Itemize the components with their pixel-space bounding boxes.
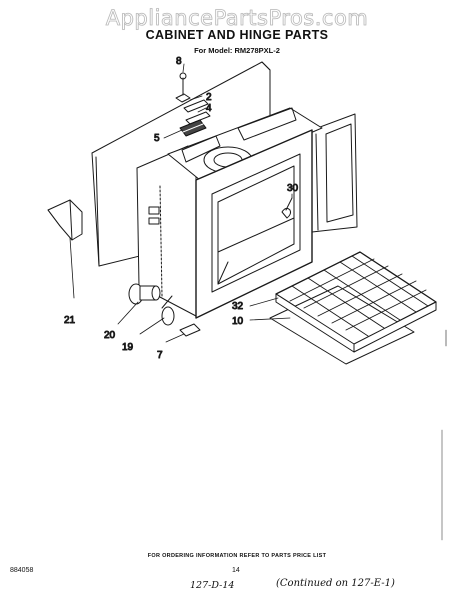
handwritten-continued-note: (Continued on 127-E-1) [276, 578, 395, 589]
callout-10: 10 [232, 316, 244, 327]
callout-30: 30 [287, 183, 299, 194]
callout-8: 8 [176, 56, 182, 67]
callout-20: 20 [104, 330, 116, 341]
ordering-note: FOR ORDERING INFORMATION REFER TO PARTS … [147, 553, 327, 559]
page-number: 14 [232, 567, 240, 574]
callout-32: 32 [232, 301, 244, 312]
model-label: For Model: RM278PXL-2 [194, 46, 280, 55]
callout-4: 4 [206, 103, 212, 114]
handwritten-reference: 127-D-14 [190, 580, 235, 591]
right-side-panel [311, 113, 358, 233]
vent-hardware [175, 72, 211, 137]
watermark: AppliancePartsPros.com [105, 6, 369, 31]
cabinet-wrapper [91, 61, 271, 267]
latch-part [281, 197, 293, 219]
page-title: CABINET AND HINGE PARTS [145, 28, 329, 42]
callout-19: 19 [122, 342, 134, 353]
callout-7: 7 [157, 350, 163, 361]
left-bracket [47, 199, 83, 241]
callout-2: 2 [206, 92, 212, 103]
front-frame [195, 129, 313, 319]
callout-21: 21 [64, 315, 76, 326]
grid-tray [269, 251, 437, 365]
document-code: 884058 [10, 567, 34, 574]
callout-5: 5 [154, 133, 160, 144]
knob-assembly [128, 283, 175, 326]
leader-lines [69, 63, 293, 343]
